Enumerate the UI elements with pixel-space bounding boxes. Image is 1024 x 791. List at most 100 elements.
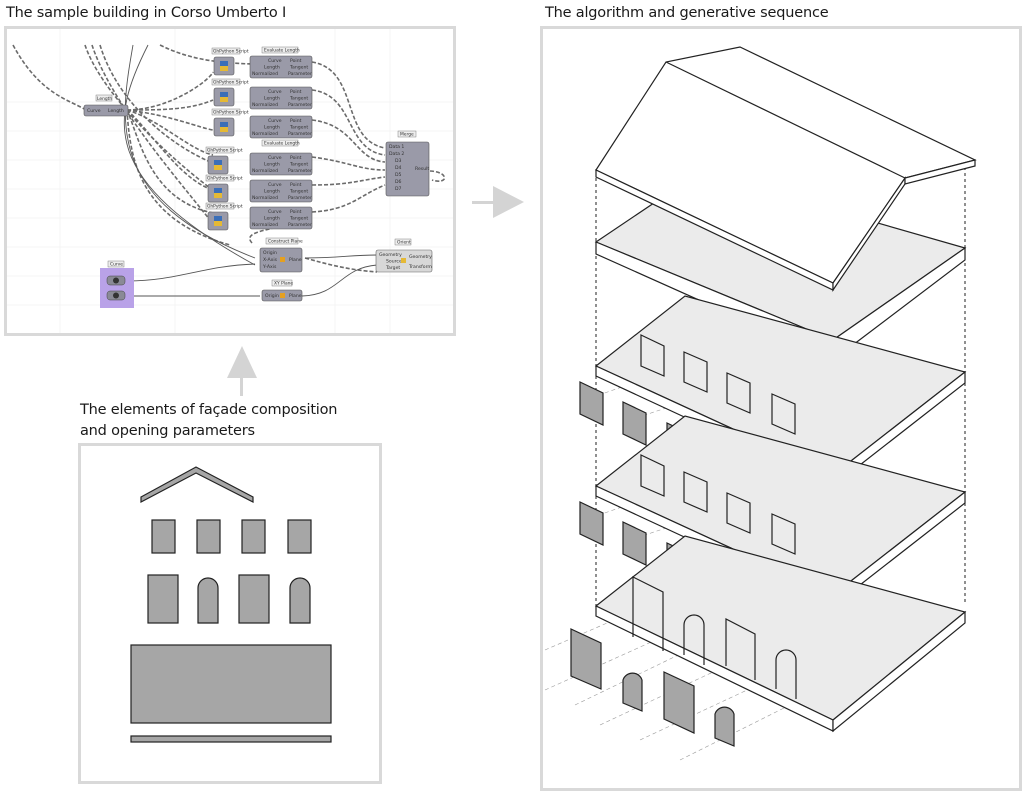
python-node[interactable]: GhPython Script — [205, 146, 243, 175]
upper-window-2 — [196, 519, 221, 554]
svg-text:Length: Length — [264, 162, 280, 168]
svg-text:Normalized: Normalized — [252, 222, 278, 228]
svg-text:Normalized: Normalized — [252, 102, 278, 108]
svg-text:X-Axis: X-Axis — [263, 257, 278, 263]
upper-window-3 — [241, 519, 266, 554]
evaluate-length-node[interactable]: Curve Length Normalized Point Tangent Pa… — [249, 115, 313, 147]
svg-text:Transform: Transform — [408, 264, 432, 270]
evaluate-length-node[interactable]: Curve Length Normalized Point Tangent Pa… — [249, 152, 313, 176]
svg-text:Result: Result — [415, 166, 429, 172]
evaluate-length-node[interactable]: Curve Length Normalized Point Tangent Pa… — [249, 179, 313, 203]
ground-slab — [594, 535, 967, 733]
sample-building-title: The sample building in Corso Umberto I — [6, 5, 287, 21]
svg-text:GhPython Script: GhPython Script — [213, 80, 249, 86]
svg-text:Point: Point — [290, 118, 302, 124]
svg-text:D7: D7 — [395, 186, 402, 192]
svg-text:Merge: Merge — [400, 132, 414, 138]
svg-text:Construct Plane: Construct Plane — [268, 239, 303, 245]
lower-rect-opening-1 — [147, 574, 179, 624]
upper-window-1 — [151, 519, 176, 554]
shop-front-element — [130, 644, 332, 724]
evaluate-length-node[interactable]: Curve Length Normalized Point Tangent Pa… — [249, 206, 313, 230]
svg-text:Parameter: Parameter — [288, 131, 312, 137]
construct-plane-node[interactable]: Origin X-Axis Y-Axis Plane Construct Pla… — [259, 237, 303, 273]
lower-arch-opening-1 — [197, 577, 219, 624]
svg-text:Parameter: Parameter — [288, 222, 312, 228]
svg-text:Curve: Curve — [87, 108, 101, 114]
svg-text:GhPython Script: GhPython Script — [213, 49, 249, 55]
svg-text:Curve: Curve — [268, 182, 282, 188]
svg-text:XY Plane: XY Plane — [274, 281, 293, 287]
python-node[interactable]: GhPython Script — [205, 202, 243, 231]
facade-elements-title-line2: and opening parameters — [80, 423, 255, 439]
svg-text:Tangent: Tangent — [289, 162, 308, 168]
svg-text:Tangent: Tangent — [289, 125, 308, 131]
svg-text:D3: D3 — [395, 158, 402, 164]
svg-text:Curve: Curve — [268, 58, 282, 64]
base-band-element — [130, 735, 332, 743]
svg-text:D5: D5 — [395, 172, 402, 178]
svg-text:Curve: Curve — [268, 209, 282, 215]
svg-text:GhPython Script: GhPython Script — [213, 110, 249, 116]
evaluate-length-node[interactable]: Curve Length Normalized Point Tangent Pa… — [249, 46, 313, 79]
svg-text:Parameter: Parameter — [288, 195, 312, 201]
xy-plane-node[interactable]: Origin Plane XY Plane — [261, 279, 303, 302]
right-arrow-icon — [472, 186, 524, 218]
orient-node[interactable]: Geometry Source Target Geometry Transfor… — [375, 238, 432, 273]
svg-text:Normalized: Normalized — [252, 71, 278, 77]
svg-text:Curve: Curve — [268, 155, 282, 161]
svg-text:Length: Length — [264, 216, 280, 222]
svg-text:Geometry: Geometry — [379, 252, 402, 258]
svg-text:Parameter: Parameter — [288, 168, 312, 174]
svg-text:D4: D4 — [395, 165, 402, 171]
svg-text:Tangent: Tangent — [289, 96, 308, 102]
svg-text:Length: Length — [97, 96, 112, 102]
svg-text:Curve: Curve — [110, 262, 123, 268]
svg-text:Curve: Curve — [268, 118, 282, 124]
svg-text:Length: Length — [264, 65, 280, 71]
python-node[interactable]: GhPython Script — [211, 108, 249, 137]
svg-text:Target: Target — [385, 265, 400, 271]
curve-group[interactable]: Curve — [100, 260, 134, 308]
svg-text:Evaluate Length: Evaluate Length — [264, 48, 300, 54]
svg-text:Evaluate Length: Evaluate Length — [264, 141, 300, 147]
up-arrow-icon — [227, 346, 257, 396]
svg-text:GhPython Script: GhPython Script — [207, 204, 243, 210]
svg-text:Y-Axis: Y-Axis — [262, 264, 277, 270]
svg-text:Tangent: Tangent — [289, 189, 308, 195]
svg-text:Parameter: Parameter — [288, 102, 312, 108]
facade-elements-title-line1: The elements of façade composition — [80, 402, 338, 418]
python-node[interactable]: GhPython Script — [211, 47, 249, 76]
svg-text:Point: Point — [290, 155, 302, 161]
svg-text:Normalized: Normalized — [252, 195, 278, 201]
svg-text:Curve: Curve — [268, 89, 282, 95]
evaluate-length-node[interactable]: Curve Length Normalized Point Tangent Pa… — [249, 86, 313, 110]
roof-element — [140, 466, 254, 503]
svg-text:Source: Source — [386, 259, 402, 265]
python-evaluate-rows: GhPython Script Curve Length Normalized … — [205, 46, 313, 231]
svg-text:Origin: Origin — [265, 293, 279, 299]
svg-text:Point: Point — [290, 209, 302, 215]
python-node[interactable]: GhPython Script — [211, 78, 249, 107]
merge-node[interactable]: Data 1 Data 2 D3 D4 D5 D6 D7 Result Merg… — [385, 130, 429, 197]
length-node[interactable]: Curve Length Length — [83, 94, 129, 117]
svg-text:Normalized: Normalized — [252, 131, 278, 137]
svg-text:Plane: Plane — [289, 293, 302, 299]
svg-text:Point: Point — [290, 182, 302, 188]
svg-text:Length: Length — [264, 189, 280, 195]
svg-text:Origin: Origin — [263, 250, 277, 256]
svg-text:Plane: Plane — [289, 257, 302, 263]
solid-wires — [123, 44, 378, 297]
svg-text:Length: Length — [108, 108, 124, 114]
roof-element-3d — [595, 46, 977, 292]
svg-text:GhPython Script: GhPython Script — [207, 148, 243, 154]
svg-text:Parameter: Parameter — [288, 71, 312, 77]
algorithm-title: The algorithm and generative sequence — [545, 5, 829, 21]
python-node[interactable]: GhPython Script — [205, 174, 243, 203]
lower-rect-opening-2 — [238, 574, 270, 624]
svg-text:GhPython Script: GhPython Script — [207, 176, 243, 182]
